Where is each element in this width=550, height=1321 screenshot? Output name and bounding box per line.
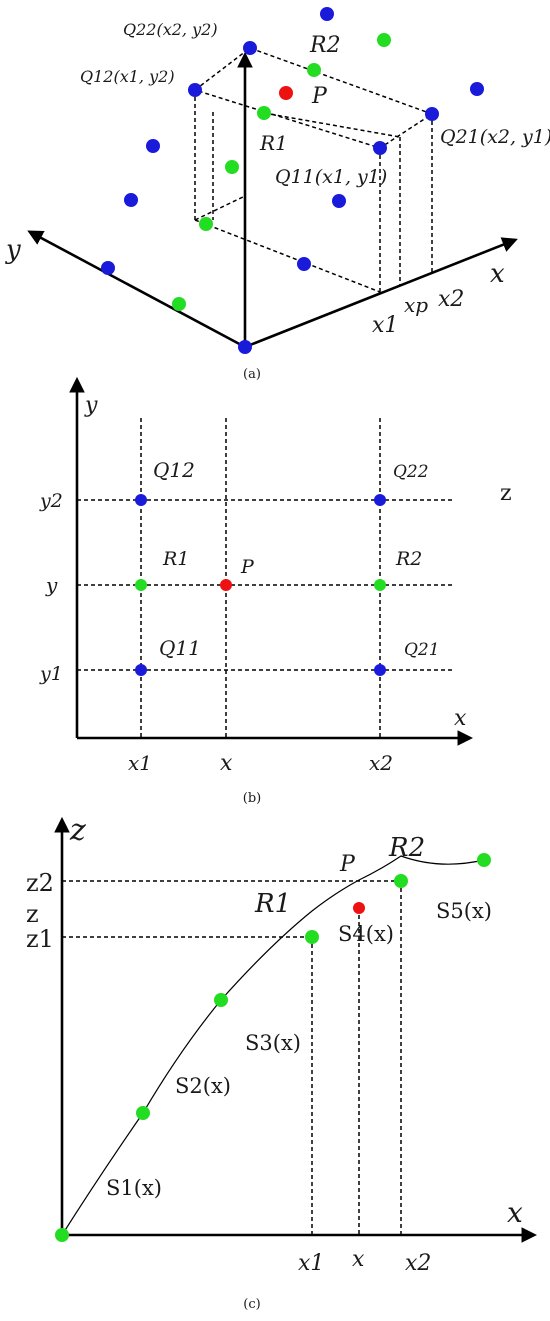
panel-a-label-x1: x1 (372, 313, 398, 338)
panel-a-label-y-axis: y (5, 235, 21, 265)
panel-b-label-r1: R1 (162, 548, 189, 570)
panel-a-point-3 (377, 33, 391, 47)
panel-a-label-q21: Q21(x2, y1) (440, 126, 550, 148)
panel-b-point-q12 (135, 494, 147, 506)
panel-b-label-q22: Q22 (393, 462, 429, 482)
panel-a-box-bottom-left (194, 219, 381, 293)
panel-c-label-s1: S1(x) (106, 1176, 162, 1200)
panel-b-label-y-axis: y (84, 393, 98, 418)
panel-c-label-p: P (339, 852, 356, 877)
panel-a-point-11 (373, 141, 387, 155)
panel-c-point-origin (55, 1228, 69, 1242)
panel-c-point-5 (477, 853, 491, 867)
panel-a-point-4 (307, 63, 321, 77)
panel-b-label-z: z (500, 481, 512, 506)
panel-c-tick-x: x (352, 1247, 365, 1272)
panel-a-label-xp: xp (404, 293, 428, 317)
panel-b-point-q21 (374, 664, 386, 676)
panel-a-point-5 (279, 86, 293, 100)
panel-b-tick-y: y (45, 573, 58, 597)
panel-c-tick-x1: x1 (298, 1251, 324, 1276)
panel-b-point-r1 (135, 579, 147, 591)
panel-a-point-7 (470, 82, 484, 96)
panel-a-label-x-axis: x (490, 259, 505, 289)
panel-b-caption: (b) (243, 791, 261, 806)
panel-c-curve (61, 855, 485, 1236)
panel-b-tick-y1: y1 (39, 663, 63, 685)
panel-b-point-q22 (374, 494, 386, 506)
panel-c-point-r1 (305, 930, 319, 944)
panel-c-label-s3: S3(x) (245, 1031, 301, 1055)
panel-a-y-axis (27, 230, 246, 349)
panel-b-point-q11 (135, 664, 147, 676)
panel-c-tick-z2: z2 (26, 869, 54, 897)
panel-c-point-1 (136, 1106, 150, 1120)
panel-b-point-r2 (374, 579, 386, 591)
panel-a-point-1 (320, 7, 334, 21)
panel-a-point-10 (146, 139, 160, 153)
panel-b-tick-x: x (220, 751, 233, 776)
panel-c-label-s5: S5(x) (436, 899, 492, 923)
panel-b-label-p: P (240, 556, 255, 578)
panel-c-label-z-axis: z (69, 813, 86, 848)
panel-a-point-9 (425, 107, 439, 121)
panel-a-point-14 (332, 194, 346, 208)
panel-c-label-r1: R1 (254, 889, 291, 919)
panel-b-tick-y2: y2 (39, 490, 63, 512)
panel-c-label-r2: R2 (388, 833, 425, 863)
panel-a-point-12 (225, 160, 239, 174)
panel-a-label-q11: Q11(x1, y1) (275, 166, 387, 188)
panel-b-tick-x2: x2 (369, 751, 393, 775)
panel-b-label-r2: R2 (395, 548, 422, 570)
panel-c-tick-z: z (26, 900, 39, 928)
panel-a-point-13 (124, 193, 138, 207)
panel-a-point-16 (297, 257, 311, 271)
panel-a-point-2 (243, 41, 257, 55)
panel-a-point-origin (238, 340, 252, 354)
panel-c-label-s4: S4(x) (338, 922, 394, 946)
panel-a-point-6 (188, 83, 202, 97)
panel-a-label-x2: x2 (438, 287, 464, 312)
panel-c-tick-x2: x2 (405, 1251, 431, 1276)
panel-a-label-r1: R1 (259, 131, 288, 155)
panel-c-label-x-axis: x (507, 1196, 523, 1229)
panel-a-point-17 (101, 261, 115, 275)
panel-a-box-top-mid (263, 112, 401, 138)
panel-c-point-2 (214, 993, 228, 1007)
panel-b-label-q11: Q11 (159, 636, 201, 660)
panel-a-point-15 (199, 217, 213, 231)
panel-b-label-q21: Q21 (404, 640, 440, 660)
panel-a-label-q22: Q22(x2, y2) (123, 20, 218, 39)
panel-b-2d-grid: Q12 Q22 z R1 P R2 Q11 Q21 y x y2 y y1 x1… (39, 376, 512, 806)
panel-b-point-p (220, 579, 232, 591)
panel-b-label-x-axis: x (454, 706, 467, 731)
panel-c-label-s2: S2(x) (175, 1074, 231, 1098)
panel-c-spline-curve: z x z2 z z1 P R2 R1 S4(x) S5(x) S3(x) S2… (26, 813, 538, 1312)
panel-c-point-p (353, 902, 365, 914)
panel-c-caption: (c) (243, 1297, 260, 1312)
panel-c-tick-z1: z1 (26, 925, 54, 953)
panel-a-x-axis (244, 237, 518, 349)
panel-a-label-q12: Q12(x1, y2) (80, 67, 175, 86)
panel-a-point-18 (172, 297, 186, 311)
panel-a-box-bottom-back (194, 195, 246, 221)
panel-b-tick-x1: x1 (128, 751, 152, 775)
panel-c-point-r2 (394, 874, 408, 888)
panel-a-caption: (a) (243, 367, 261, 382)
panel-a-3d-view: Q22(x2, y2) Q12(x1, y2) R2 P R1 Q11(x1, … (5, 7, 550, 382)
panel-a-label-p: P (311, 84, 328, 109)
panel-a-label-r2: R2 (309, 33, 341, 58)
panel-a-point-8 (257, 106, 271, 120)
panel-b-label-q12: Q12 (153, 458, 195, 482)
